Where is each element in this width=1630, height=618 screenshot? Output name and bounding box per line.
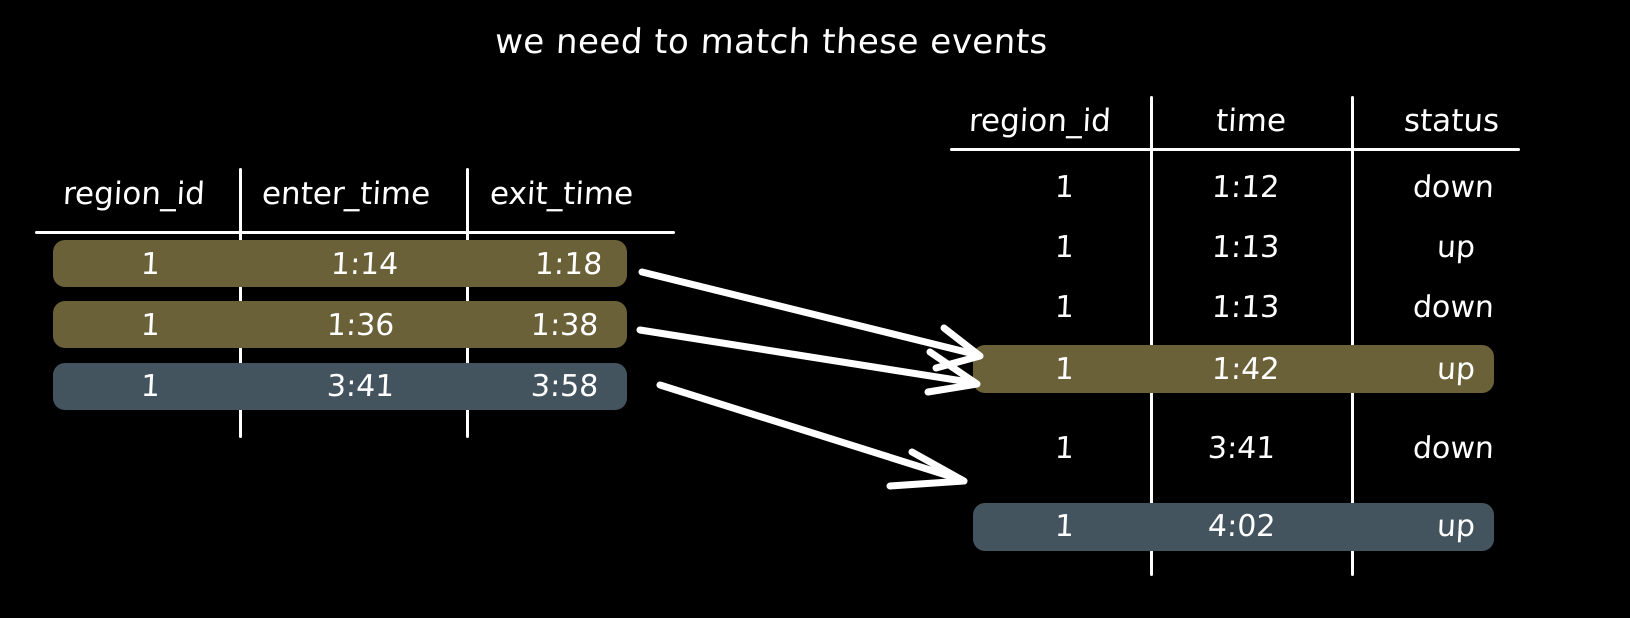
arrow-row1-to-1-42 [638,268,984,372]
right-cell-time: 1:42 [1211,352,1281,387]
right-cell-status: down [1412,170,1495,205]
left-header-exit-time: exit_time [489,176,635,212]
right-cell-region-id: 1 [1054,431,1076,466]
right-cell-region-id: 1 [1054,290,1076,325]
left-cell-exit-time: 1:38 [530,308,600,343]
left-cell-region-id: 1 [140,369,162,404]
left-cell-enter-time: 1:14 [330,247,400,282]
left-header-rule [35,231,675,234]
right-cell-status: up [1436,230,1476,265]
page-title: we need to match these events [493,22,1049,62]
left-cell-region-id: 1 [140,247,162,282]
arrow-row3-to-4-02 [656,381,968,490]
left-cell-enter-time: 1:36 [326,308,396,343]
arrow-row2-to-1-42 [636,326,981,396]
left-cell-exit-time: 3:58 [530,369,600,404]
right-cell-region-id: 1 [1054,509,1076,544]
right-cell-time: 3:41 [1207,431,1277,466]
right-cell-status: down [1412,290,1495,325]
left-cell-enter-time: 3:41 [326,369,396,404]
right-header-status: status [1403,103,1501,139]
right-cell-time: 1:12 [1211,170,1281,205]
right-header-rule [950,148,1520,151]
right-cell-time: 4:02 [1207,509,1277,544]
right-col-divider-2 [1351,96,1354,576]
left-cell-region-id: 1 [140,308,162,343]
left-row-highlight [53,240,627,287]
right-row-highlight [973,503,1494,551]
left-row-highlight [53,363,627,410]
right-col-divider-1 [1150,96,1153,576]
left-header-enter-time: enter_time [261,176,432,212]
right-cell-status: up [1436,352,1476,387]
right-cell-region-id: 1 [1054,352,1076,387]
left-header-region-id: region_id [62,176,206,212]
right-cell-status: down [1412,431,1495,466]
right-cell-status: up [1436,509,1476,544]
left-cell-exit-time: 1:18 [534,247,604,282]
right-row-highlight [973,345,1494,393]
right-header-region-id: region_id [968,103,1112,139]
right-cell-region-id: 1 [1054,230,1076,265]
right-cell-time: 1:13 [1211,290,1281,325]
right-cell-region-id: 1 [1054,170,1076,205]
right-header-time: time [1215,103,1287,139]
right-cell-time: 1:13 [1211,230,1281,265]
left-row-highlight [53,301,627,348]
